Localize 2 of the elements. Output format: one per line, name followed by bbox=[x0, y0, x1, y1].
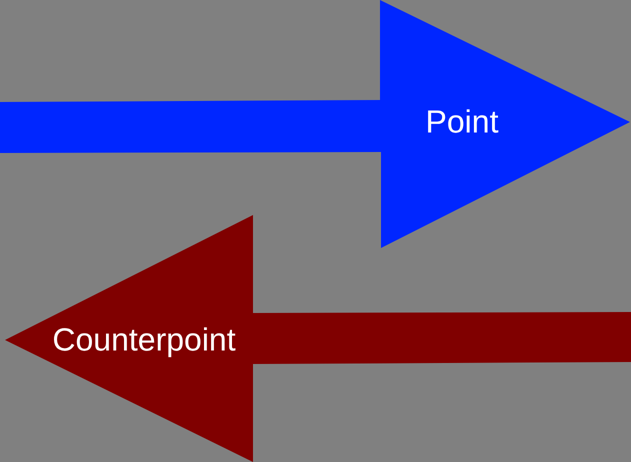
arrow-label: Counterpoint bbox=[52, 322, 236, 358]
arrow-label: Point bbox=[426, 104, 498, 140]
